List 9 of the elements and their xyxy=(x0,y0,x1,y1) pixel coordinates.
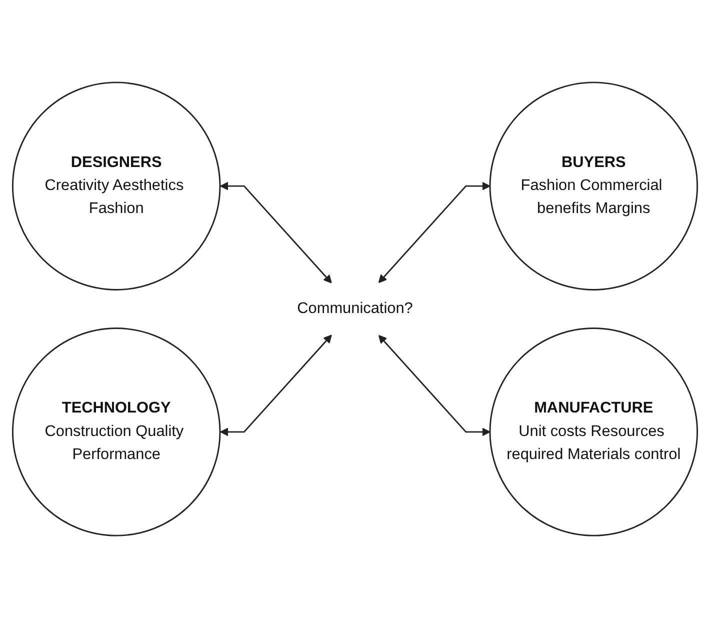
arrow xyxy=(378,182,490,284)
arrow xyxy=(378,334,490,436)
arrow xyxy=(220,182,332,284)
node-circle: DESIGNERS Creativity Aesthetics Fashion xyxy=(12,82,221,290)
node-circle: MANUFACTURE Unit costs Resources required Materials control xyxy=(489,328,698,536)
node-circle: BUYERS Fashion Commercial benefits Margins xyxy=(489,82,698,290)
node-circle: TECHNOLOGY Construction Quality Performance xyxy=(12,328,221,536)
node-text: Communication? xyxy=(297,300,413,317)
arrow xyxy=(220,334,332,436)
